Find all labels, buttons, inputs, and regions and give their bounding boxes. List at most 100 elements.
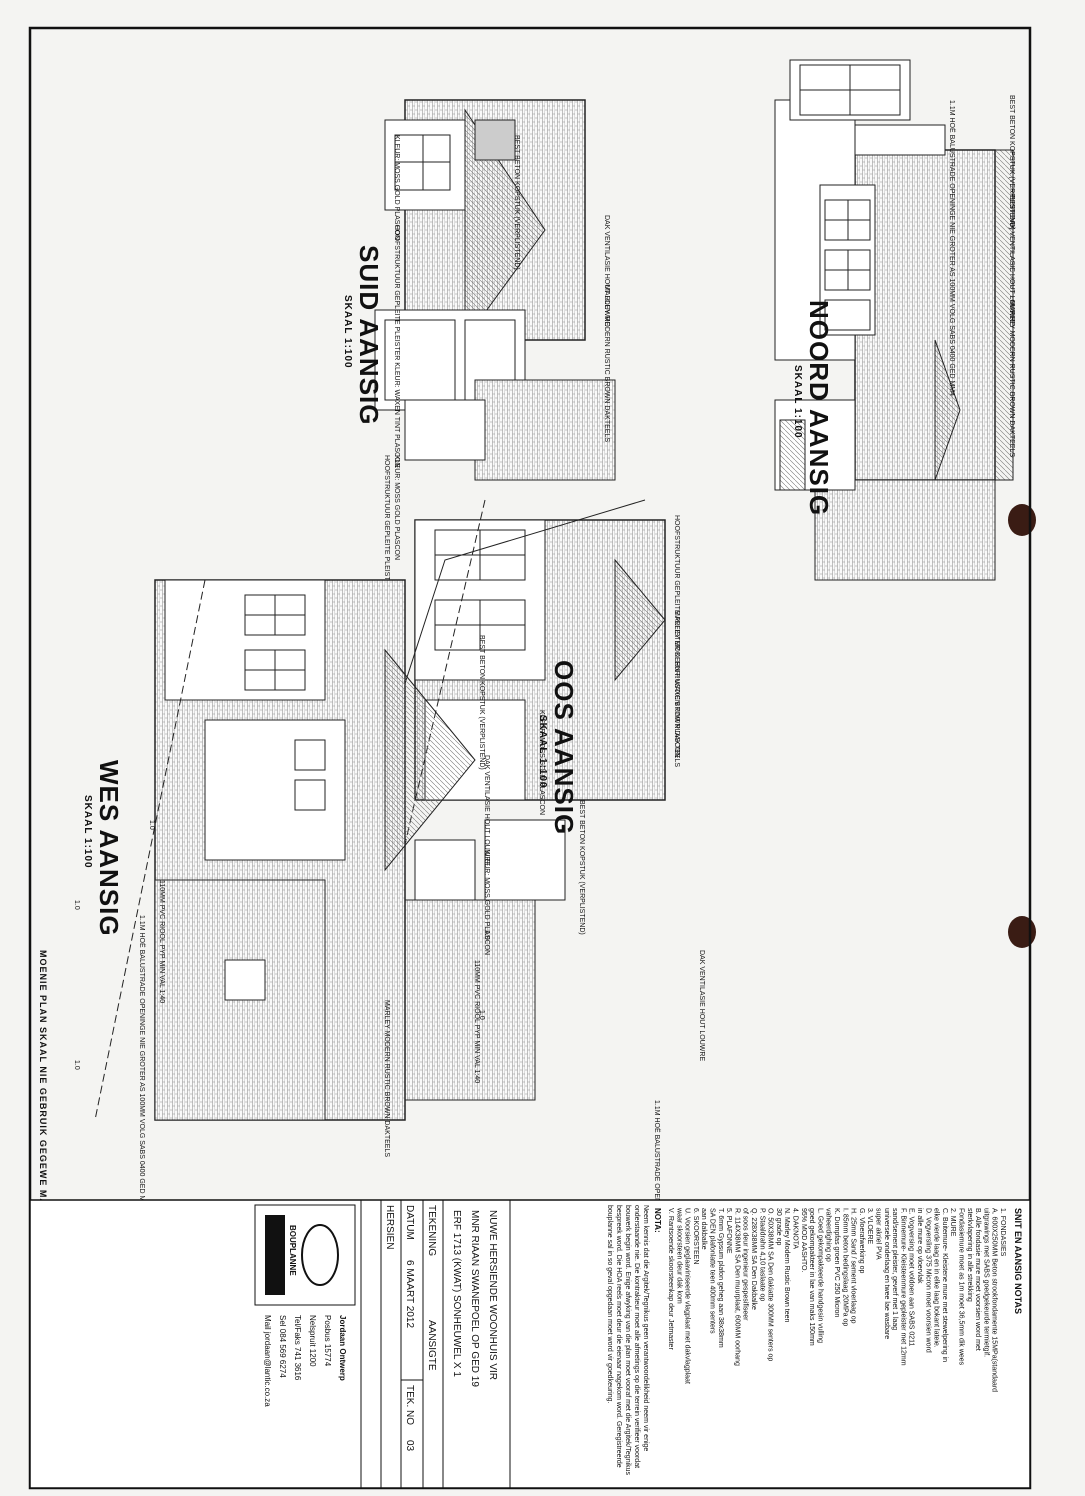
noord-scale: SKAAL 1:100: [792, 365, 803, 439]
note-line: U. Voorsien geglaaviniseerde vlagplaat m…: [684, 1208, 691, 1384]
tekening-value: AANSIGTE: [426, 1320, 437, 1371]
note-line: 30 grade op: [775, 1208, 782, 1245]
oos-elevation: [324, 499, 666, 1101]
company-logo: BOUPLANNE: [254, 1204, 356, 1306]
note-line: of soos deur ingenieur gespesifiseer: [742, 1208, 749, 1321]
note-line: goed gekompakteer in lae van maks 150mm: [808, 1208, 815, 1346]
note-line: 2. MURE: [949, 1208, 956, 1237]
suid-label-1: DAK VENTILASIE HOUT LOUWRE: [603, 215, 610, 326]
oos-label-8: 1.0: [483, 930, 490, 940]
oos-label-4: KLEUR: MOSS GOLD PLASCON: [483, 850, 490, 955]
oos-scale: SKAAL 1:100: [537, 715, 548, 789]
note-line: R. 114X38MM SA Den muurplaat, 600MM oorh…: [733, 1208, 740, 1366]
project-line-0: NUWE HERSIENDE WOONHUIS VIR: [487, 1210, 498, 1380]
note-line: sand/sement pleister, geverf met 1 laag: [891, 1208, 898, 1330]
oos-label-5: DAK VENTILASIE HOUT LOUWRE: [698, 950, 705, 1061]
wes-scale: SKAAL 1:100: [82, 795, 93, 869]
datum-label: DATUM: [404, 1205, 415, 1240]
oos-label-0: HOOFSTRUKTUUR GEPLEITE PLEISTER KLEUR: W…: [673, 515, 680, 758]
suid-label-4: HOOFSTRUKTUUR GEPLEITE PLEISTER KLEUR: W…: [393, 225, 400, 468]
wes-label-1: DAK VENTILASIE HOUT LOUWRE: [483, 755, 490, 866]
wes-label-7: 1.0: [73, 1060, 80, 1070]
note-line: 6. SKOORSTEEN: [692, 1208, 699, 1264]
wes-label-3: 110MM PVC RIOOL PYP MIN VAL 1:40: [158, 880, 165, 1003]
notice-heading: NOTA:: [653, 1208, 662, 1233]
wes-label-0: BEST BETON KOPSTUK (VERPLISTEND): [478, 635, 485, 770]
company-line-1: Posbus 15774: [323, 1315, 332, 1367]
suid-elevation: [374, 99, 616, 481]
oos-label-2: KLEUR: MOSS GOLD PLASCON: [538, 710, 545, 815]
suid-label-3: KLEUR: MOSS GOLD PLASCON: [393, 135, 400, 240]
note-line: Q. 228X38MM SA Den Dakbalke: [750, 1208, 757, 1310]
oos-label-3: BEST BETON KOPSTUK (VERPLISTEND): [578, 800, 585, 935]
note-line: E. Vogversing moet voldoen aan SABS 0211: [908, 1208, 915, 1347]
suid-title: SUID AANSIG: [354, 245, 384, 426]
oos-label-7: 110MM PVC RIOOL PYP MIN VAL 1:40: [473, 960, 480, 1083]
note-line: in alle mure op vloervlak: [916, 1208, 923, 1284]
noord-label-1: BEST DAK VENTILASIE HOUT LOUWRE: [1008, 195, 1015, 327]
suid-label-0: BEST BETON KOPSTUK (VERPLISTEND): [513, 135, 520, 270]
project-line-2: ERF 1713 (KWAT) SONHEUWEL X 1: [451, 1210, 462, 1377]
wes-elevation: [94, 579, 476, 1121]
note-line: 4. DAKNOTA: [792, 1208, 799, 1249]
note-line: A. 600X250MM Beton strookfondamente 15MP…: [991, 1208, 998, 1392]
wes-label-2: MARLEY MODERN RUSTIC BROWN DAKTEELS: [383, 1000, 390, 1157]
project-line-1: MNR RIAAN SWANEPOEL OP GED 19: [469, 1210, 480, 1387]
suid-scale: SKAAL 1:100: [342, 295, 353, 369]
note-line: B. Alle fondasie mure moet voorsien word…: [974, 1208, 981, 1351]
notes-heading: SNIT EN AANSIG NOTAS: [1013, 1208, 1023, 1314]
wes-label-4: 1.1M HOË BALUSTRADE OPENINGE NIE GROTER …: [138, 915, 146, 1211]
bottom-note: MOENIE PLAN SKAAL NIE GEBRUIK GEGEWE MAT…: [38, 950, 48, 1226]
note-line: L. Goed gekompakteerde handgesin vulling: [816, 1208, 823, 1343]
suid-label-5: KLEUR: MOSS GOLD PLASCON: [393, 455, 400, 560]
company-line-3: Tel/Faks 741 3616: [293, 1315, 302, 1381]
oos-title: OOS AANSIG: [549, 660, 579, 835]
note-line: F. Binnemure- Kleisteenmure gepleister m…: [899, 1208, 906, 1366]
wes-title: WES AANSIG: [94, 760, 124, 937]
company-line-0: Jordaan Ontwerp: [338, 1315, 347, 1381]
note-line: 5. PLAFONNE: [725, 1208, 732, 1254]
noord-label-0: BEST BETON KOPSTUK (VERPLISTEND): [1008, 95, 1015, 230]
note-line: SA DEN plafonlatte teen 400mm senters: [709, 1208, 716, 1334]
note-line: P. Staaldrahn 4,10 taslaate op: [758, 1208, 765, 1301]
note-line: uitgrawings met SABS goedgekeurde termie…: [982, 1208, 989, 1357]
note-line: Fondasiemure moet as 1m moet 36,5mm dik …: [958, 1208, 965, 1366]
suid-label-2: MARLEY MODERN RUSTIC BROWN DAKTEELS: [603, 285, 610, 442]
oos-label-9: 1.0: [478, 1010, 485, 1020]
note-line: G. Vloerafwerking op: [858, 1208, 865, 1273]
noord-label-3: 1.1M HOË BALUSTRADE OPENINGE NIE GROTER …: [948, 100, 956, 396]
note-line: V. Rantsoende skoorsteenkap deur Jetmast…: [667, 1208, 674, 1350]
noord-title: NOORD AANSIG: [804, 300, 834, 516]
note-line: I. 85mm beton bedingslaag 20MPa op: [841, 1208, 848, 1326]
note-line: N. Marley Modern Rustic Brown teen: [783, 1208, 790, 1322]
note-line: super akriel PVA: [875, 1208, 882, 1260]
note-line: aan dakbalke: [700, 1208, 707, 1250]
noord-elevation: [774, 59, 1014, 581]
note-line: waar skoorsteen deur dak kom: [675, 1207, 682, 1304]
note-line: C. Buitemure- Kleistene mure met stewelp…: [941, 1208, 948, 1362]
note-line: T. 6mm Gypsum plafon geheg aan 38x38mm: [717, 1208, 724, 1348]
notice-text: Neem kennis dat die Argitek/Tegnikus gee…: [606, 1205, 649, 1476]
note-line: H. 25mm Sand / sement vloerlaag op: [850, 1208, 857, 1324]
company-line-5: Mail jordaan@lantic.co.za: [263, 1315, 272, 1407]
noord-label-2: MARLEY MODERN RUSTIC BROWN DAKTEELS: [1008, 300, 1015, 457]
note-line: sterkvlapering in alle strekking: [966, 1208, 973, 1302]
wes-label-5: 1.0: [148, 820, 155, 830]
note-line: universele onderlaag en twee lae wasbare: [883, 1208, 890, 1339]
note-line: O. 50X38MM SA Den dakiatte 300MM senters…: [767, 1208, 774, 1361]
tek-no-value: 03: [404, 1440, 415, 1452]
note-line: vaheerdighing op: [825, 1208, 832, 1262]
note-line: 3. VLOERE: [866, 1208, 873, 1245]
hersien-label: HERSIEN: [384, 1205, 395, 1249]
suid-label-6: HOOFSTRUKTUUR GEPLEITE PLEISTER KLEUR: W…: [383, 455, 390, 698]
note-line: elke vierde laag en in elke laag bokant …: [933, 1208, 940, 1348]
tek-no-label: TEK. NO: [404, 1385, 415, 1425]
note-line: 1. FONDASIES: [999, 1208, 1006, 1257]
note-line: D. Vogversling 375 Micron moet voorsien …: [924, 1208, 931, 1353]
company-line-2: Nelspruit 1200: [308, 1315, 317, 1367]
note-line: 95% MOD AASHTO.: [800, 1208, 807, 1273]
datum-value: 6 MAART 2012: [404, 1260, 415, 1328]
logo-text: BOUPLANNE: [288, 1225, 297, 1276]
